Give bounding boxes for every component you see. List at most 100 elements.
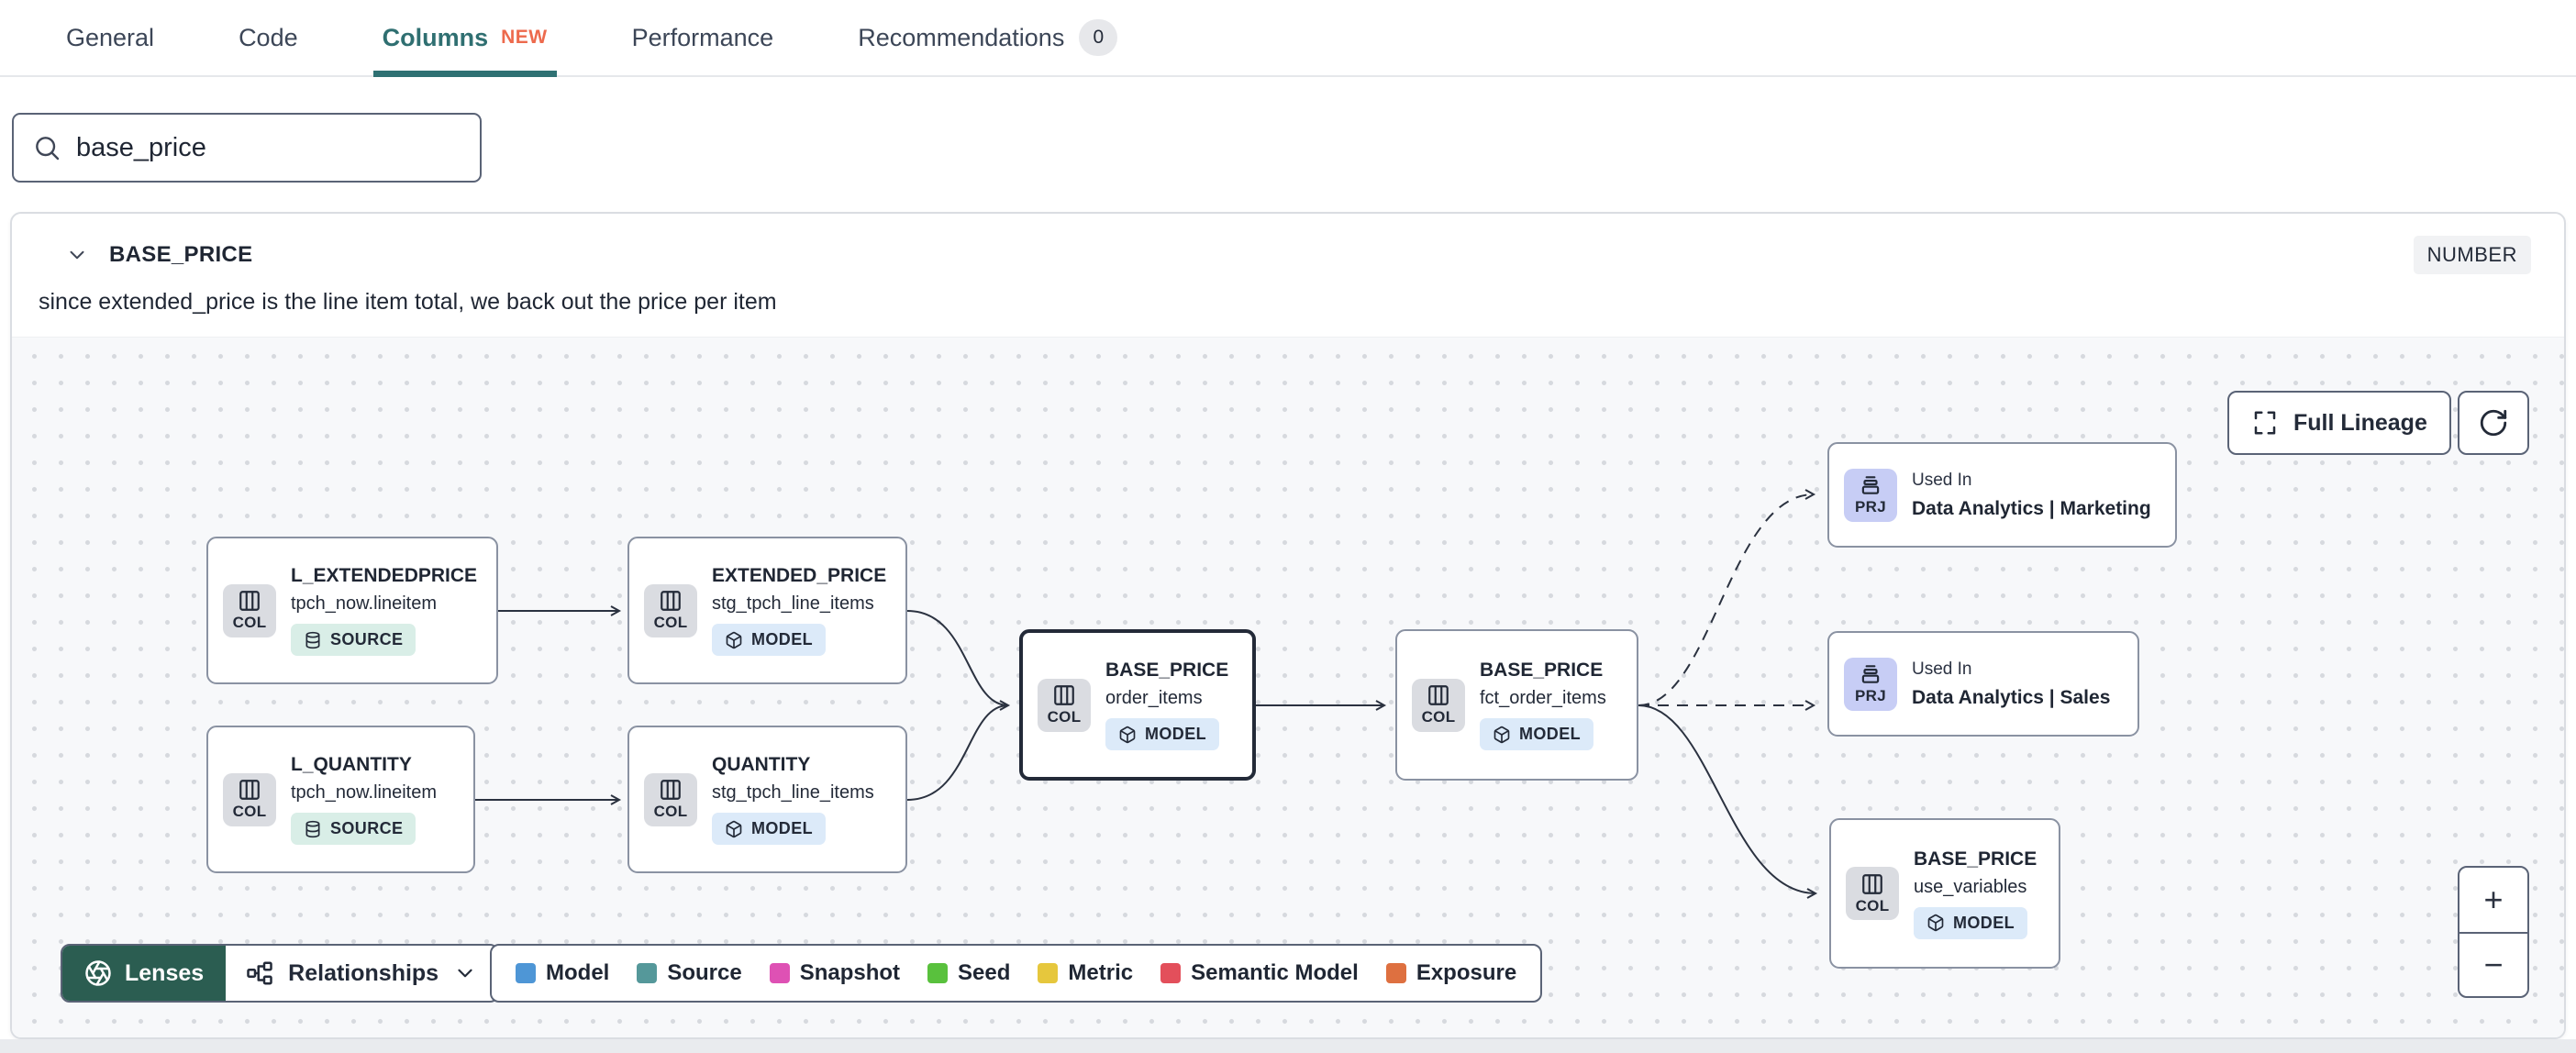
col-kind-badge: COL — [223, 772, 276, 826]
node-title: L_QUANTITY — [291, 754, 412, 775]
prj-kind-badge: PRJ — [1844, 657, 1897, 711]
lineage-node-usedin-sales[interactable]: PRJ Used In Data Analytics | Sales — [1827, 631, 2139, 737]
cube-icon — [726, 631, 742, 648]
chevron-down-icon — [458, 969, 472, 978]
relationships-icon — [247, 961, 272, 985]
lineage-node-base-price-fct-order-items[interactable]: COL BASE_PRICE fct_order_items MODEL — [1395, 629, 1638, 781]
col-kind-badge: COL — [1846, 867, 1899, 920]
prj-kind-badge: PRJ — [1844, 468, 1897, 522]
legend-swatch — [769, 963, 790, 983]
lineage-node-l-extendedprice[interactable]: COL L_EXTENDEDPRICE tpch_now.lineitem SO… — [206, 537, 498, 684]
col-kind-badge: COL — [223, 583, 276, 637]
legend-item-exposure: Exposure — [1385, 960, 1516, 986]
database-icon — [305, 820, 320, 837]
legend-swatch — [516, 963, 536, 983]
lineage-edges — [475, 489, 1818, 899]
zoom-out-button[interactable]: − — [2459, 932, 2527, 996]
tab-label: Columns — [382, 23, 489, 51]
node-title: Data Analytics | Sales — [1912, 686, 2111, 708]
legend-item-snapshot: Snapshot — [769, 960, 900, 986]
tab-code[interactable]: Code — [239, 0, 298, 75]
lineage-node-l-quantity[interactable]: COL L_QUANTITY tpch_now.lineitem SOURCE — [206, 726, 475, 873]
legend-item-semantic-model: Semantic Model — [1160, 960, 1359, 986]
node-subtitle: stg_tpch_line_items — [712, 593, 874, 614]
full-lineage-button[interactable]: Full Lineage — [2227, 391, 2451, 455]
resource-badge-source: SOURCE — [291, 624, 416, 656]
node-subtitle: stg_tpch_line_items — [712, 782, 874, 803]
node-title: BASE_PRICE — [1105, 660, 1229, 681]
cube-icon — [1927, 914, 1944, 932]
node-title: L_EXTENDEDPRICE — [291, 565, 478, 586]
page-bottom-strip — [0, 1039, 2576, 1053]
refresh-icon — [2480, 409, 2507, 437]
search-input[interactable] — [76, 132, 461, 163]
tab-performance[interactable]: Performance — [632, 0, 774, 75]
archive-box-icon — [1861, 665, 1880, 683]
cube-icon — [726, 820, 742, 837]
cube-icon — [1119, 726, 1136, 743]
col-kind-badge: COL — [1412, 678, 1465, 732]
recommendations-count-badge: 0 — [1079, 19, 1118, 56]
lineage-node-base-price-use-variables[interactable]: COL BASE_PRICE use_variables MODEL — [1829, 818, 2060, 969]
aperture-icon — [85, 960, 111, 986]
node-subtitle: tpch_now.lineitem — [291, 782, 437, 803]
legend-swatch — [1385, 963, 1406, 983]
legend-swatch — [637, 963, 658, 983]
node-title: BASE_PRICE — [1480, 660, 1604, 681]
tab-label: Code — [239, 23, 298, 51]
lineage-canvas[interactable]: COL L_EXTENDEDPRICE tpch_now.lineitem SO… — [12, 337, 2564, 1037]
edge-quantity-baseprice — [906, 704, 1009, 801]
lineage-node-quantity[interactable]: COL QUANTITY stg_tpch_line_items MODEL — [627, 726, 907, 873]
column-name: BASE_PRICE — [109, 242, 253, 267]
resource-badge-model: MODEL — [712, 624, 826, 656]
column-search[interactable] — [12, 113, 482, 183]
resource-badge-model: MODEL — [1480, 718, 1593, 750]
node-subtitle: fct_order_items — [1480, 688, 1606, 708]
lineage-node-extended-price[interactable]: COL EXTENDED_PRICE stg_tpch_line_items M… — [627, 537, 907, 684]
lineage-node-base-price-order-items[interactable]: COL BASE_PRICE order_items MODEL — [1019, 629, 1256, 781]
node-subtitle: use_variables — [1914, 876, 2027, 897]
tab-label: Performance — [631, 23, 774, 51]
table-columns-icon — [661, 780, 681, 800]
node-title: EXTENDED_PRICE — [712, 565, 887, 586]
resource-badge-model: MODEL — [1914, 906, 2027, 939]
resource-badge-model: MODEL — [712, 813, 826, 845]
tab-label: General — [66, 23, 155, 51]
legend-item-model: Model — [516, 960, 609, 986]
edge-fct-usevariables — [1638, 704, 1818, 899]
new-badge: NEW — [501, 27, 548, 48]
refresh-button[interactable] — [2458, 391, 2529, 455]
legend-swatch — [1038, 963, 1059, 983]
lineage-node-usedin-marketing[interactable]: PRJ Used In Data Analytics | Marketing — [1827, 442, 2177, 548]
table-columns-icon — [239, 591, 260, 611]
lenses-control: Lenses Relationships — [61, 944, 500, 1003]
node-title: QUANTITY — [712, 754, 811, 775]
cube-icon — [1493, 726, 1510, 743]
resource-legend: Model Source Snapshot Seed Metric Semant… — [490, 944, 1543, 1003]
used-in-label: Used In — [1912, 470, 1972, 490]
node-subtitle: order_items — [1105, 688, 1203, 708]
tab-columns[interactable]: Columns NEW — [372, 0, 557, 77]
table-columns-icon — [1054, 685, 1074, 705]
legend-item-metric: Metric — [1038, 960, 1133, 986]
edge-fct-marketing — [1638, 489, 1816, 706]
chevron-down-icon[interactable] — [65, 243, 89, 267]
zoom-in-button[interactable]: + — [2483, 881, 2504, 918]
table-columns-icon — [1428, 685, 1449, 705]
tab-label: Recommendations — [858, 23, 1065, 51]
tab-bar: General Code Columns NEW Performance Rec… — [0, 0, 2576, 77]
lenses-button[interactable]: Lenses — [62, 946, 227, 1001]
legend-item-seed: Seed — [927, 960, 1010, 986]
legend-swatch — [1160, 963, 1182, 983]
col-kind-badge: COL — [644, 583, 697, 637]
resource-badge-source: SOURCE — [291, 813, 416, 845]
tab-general[interactable]: General — [66, 0, 154, 75]
used-in-label: Used In — [1912, 659, 1972, 679]
relationships-dropdown[interactable]: Relationships — [226, 946, 497, 1001]
zoom-controls: + − — [2458, 866, 2529, 998]
search-icon — [32, 133, 61, 162]
tab-recommendations[interactable]: Recommendations 0 — [858, 0, 1118, 75]
table-columns-icon — [1862, 873, 1882, 894]
database-icon — [305, 631, 320, 648]
column-card-header: BASE_PRICE NUMBER — [12, 214, 2564, 274]
